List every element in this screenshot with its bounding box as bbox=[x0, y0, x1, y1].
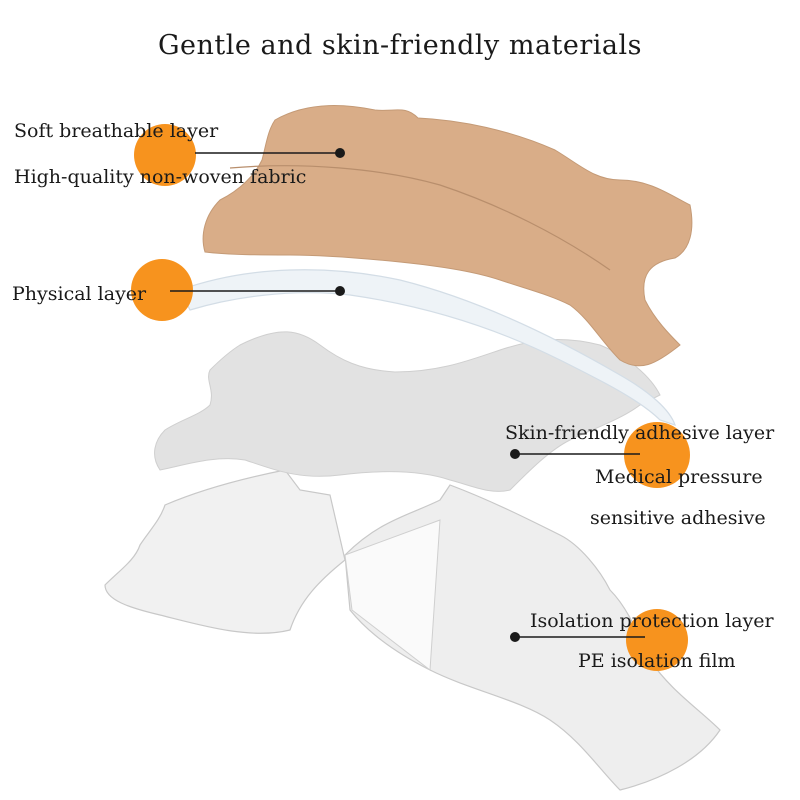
leader-dot-physical-layer bbox=[335, 286, 345, 296]
adhesive-layer-name: Skin-friendly adhesive layer bbox=[505, 422, 775, 444]
marker-soft-layer bbox=[134, 124, 196, 186]
adhesive-layer-detail-2: sensitive adhesive bbox=[590, 507, 766, 529]
leader-dot-isolation-layer bbox=[510, 632, 520, 642]
leader-dot-soft-layer bbox=[335, 148, 345, 158]
adhesive-layer-shape bbox=[154, 331, 661, 492]
marker-isolation-layer bbox=[626, 609, 688, 671]
fabric-seam bbox=[229, 165, 611, 271]
isolation-film-left bbox=[104, 469, 346, 634]
marker-adhesive-layer bbox=[624, 422, 690, 488]
leader-dot-adhesive-layer bbox=[510, 449, 520, 459]
adhesive-layer-detail-1: Medical pressure bbox=[595, 466, 763, 488]
isolation-layer-name: Isolation protection layer bbox=[530, 610, 774, 632]
fabric-layer-shape bbox=[202, 105, 693, 367]
isolation-film-fold bbox=[344, 519, 441, 671]
isolation-layer-detail: PE isolation film bbox=[578, 650, 736, 672]
soft-layer-name: Soft breathable layer bbox=[14, 120, 219, 142]
page-title: Gentle and skin-friendly materials bbox=[157, 30, 642, 61]
soft-layer-detail: High-quality non-woven fabric bbox=[14, 166, 307, 188]
physical-layer-name: Physical layer bbox=[12, 283, 147, 305]
physical-layer-shape bbox=[179, 269, 676, 426]
marker-physical-layer bbox=[131, 259, 193, 321]
